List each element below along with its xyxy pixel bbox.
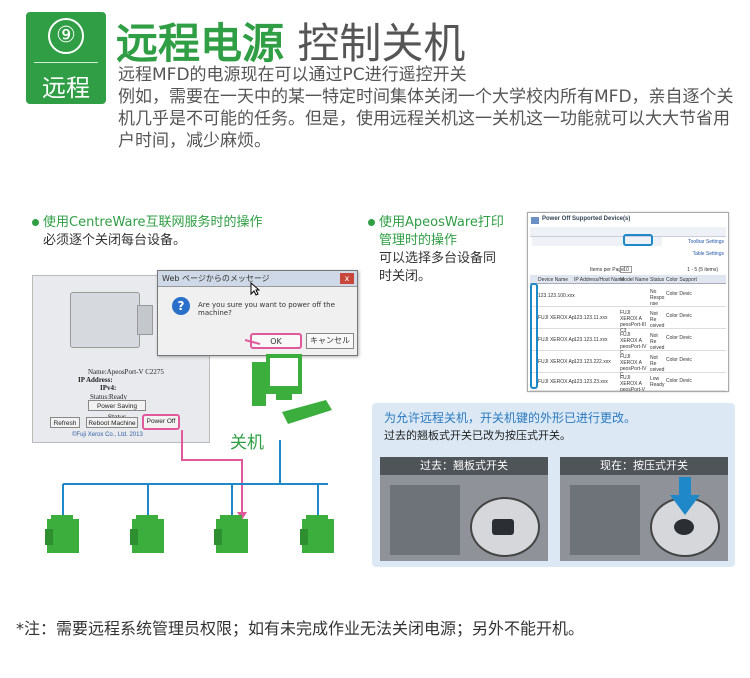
centreware-desc: 必须逐个关闭每台设备。 — [43, 233, 187, 248]
table-row[interactable]: FUJI XEROX Ap 123.123.23.xxx FUJI XEROX … — [530, 373, 726, 391]
toolbar — [530, 227, 726, 237]
page-info: 1 - 5 (5 items) — [687, 267, 718, 273]
column-header: Color Support — [666, 277, 697, 283]
footnote: *注：需要远程系统管理员权限；如有未完成作业无法关闭电源；另外不能开机。 — [16, 619, 585, 638]
past-label: 过去：翘板式开关 — [380, 457, 548, 475]
intro-line-2: 例如，需要在一天中的某一特定时间集体关闭一个大学校内所有MFD，亲自逐个关机几乎… — [118, 87, 734, 151]
now-label: 现在：按压式开关 — [560, 457, 728, 475]
badge-label: 远程 — [42, 74, 90, 102]
centreware-title: 使用CentreWare互联网服务时的操作 — [32, 214, 332, 232]
toolbar-settings-link[interactable]: Toolbar Settings — [688, 239, 724, 245]
mfd-icon — [130, 515, 164, 553]
now-switch-photo: 现在：按压式开关 — [560, 457, 728, 561]
ip-label: IP Address: — [78, 376, 113, 384]
apeosware-screenshot: Power Off Supported Device(s) Toolbar Se… — [527, 212, 729, 392]
past-switch-photo: 过去：翘板式开关 — [380, 457, 548, 561]
checkbox-column-highlight[interactable] — [530, 283, 538, 389]
mouse-cursor-icon — [250, 282, 260, 296]
dialog-title: Web ページからのメッセージ — [158, 271, 357, 287]
column-header: Device Name — [538, 277, 569, 283]
info-line-1: 为允许远程关机，开关机键的外形已进行更改。 — [384, 411, 637, 425]
ipv4-label: IPv4: — [100, 384, 117, 392]
bullet-dot-icon — [368, 219, 375, 226]
pc-icon — [252, 354, 332, 424]
dialog-message: Are you sure you want to power off the m… — [198, 301, 335, 317]
reboot-button[interactable]: Reboot Machine — [86, 417, 138, 428]
intro-line-1: 远程MFD的电源现在可以通过PC进行遥控开关 — [118, 65, 467, 85]
status-text: Status:Ready — [90, 393, 127, 401]
confirm-dialog: Web ページからのメッセージ x ? Are you sure you wan… — [157, 270, 358, 356]
table-row[interactable]: FUJI XEROX Ap 123.123.11.xxx FUJI XEROX … — [530, 307, 726, 334]
copyright-link[interactable]: ©Fuji Xerox Co., Ltd. 2013 — [72, 432, 143, 438]
ok-button[interactable]: OK — [250, 333, 302, 349]
items-per-page-label: Items per Page — [590, 267, 624, 273]
apeosware-title-line1: 使用ApeosWare打印 — [368, 214, 526, 232]
bullet-dot-icon — [32, 219, 39, 226]
device-name: Name:ApeosPort-V C2275 — [88, 368, 164, 376]
arrow-down-icon — [670, 477, 700, 515]
close-icon[interactable]: x — [340, 273, 354, 284]
push-switch-icon — [674, 519, 694, 535]
apeosware-desc: 可以选择多台设备同时关闭。 — [379, 251, 497, 284]
section-badge: ⑨ 远程 — [26, 12, 106, 104]
mfd-icon — [45, 515, 79, 553]
toolbar-row2 — [532, 237, 662, 246]
title-light: 控制关机 — [297, 19, 466, 68]
page-title: 远程电源 控制关机 — [116, 10, 465, 71]
badge-number: ⑨ — [48, 18, 84, 54]
column-header: IP Address/Host Name — [574, 277, 625, 283]
table-header: Device Name IP Address/Host Name Model N… — [530, 275, 726, 284]
intro-text: 远程MFD的电源现在可以通过PC进行遥控开关 例如，需要在一天中的某一特定时间集… — [118, 64, 738, 152]
table-row[interactable]: 123.123.100.xxx No Respo nse Color Devic — [530, 285, 726, 307]
apeosware-title-line2: 管理时的操作 — [379, 233, 458, 248]
table-settings-link[interactable]: Table Settings — [692, 251, 724, 257]
mfd-icon — [214, 515, 248, 553]
question-icon: ? — [172, 297, 190, 315]
window-icon — [531, 217, 539, 224]
rocker-switch-icon — [492, 519, 514, 535]
badge-divider — [34, 62, 98, 63]
column-header: Model Name — [620, 277, 649, 283]
mfd-icon — [300, 515, 334, 553]
refresh-button[interactable]: Refresh — [50, 417, 80, 428]
centreware-caption: 使用CentreWare互联网服务时的操作 必须逐个关闭每台设备。 — [32, 214, 332, 250]
items-per-page-select[interactable]: 10 — [620, 266, 632, 273]
switch-info-box: 为允许远程关机，开关机键的外形已进行更改。 过去的翘板式开关已改为按压式开关。 … — [372, 403, 735, 567]
table-row[interactable]: FUJI XEROX Ap 123.123.11.xxx FUJI XEROX … — [530, 329, 726, 356]
table-row[interactable]: FUJI XEROX Ap 123.123.222.xxx FUJI XEROX… — [530, 351, 726, 378]
cancel-button[interactable]: キャンセル — [306, 333, 354, 349]
info-line-2: 过去的翘板式开关已改为按压式开关。 — [384, 429, 571, 442]
power-off-tool-button[interactable] — [623, 234, 653, 246]
window-title: Power Off Supported Device(s) — [542, 216, 631, 222]
title-strong: 远程电源 — [116, 19, 285, 68]
column-header: Status — [650, 277, 665, 283]
printer-icon — [70, 292, 153, 348]
pc-label: 关机 — [230, 433, 264, 453]
power-off-button[interactable]: Power Off — [142, 414, 180, 430]
apeosware-caption: 使用ApeosWare打印 管理时的操作 可以选择多台设备同时关闭。 — [368, 214, 526, 286]
